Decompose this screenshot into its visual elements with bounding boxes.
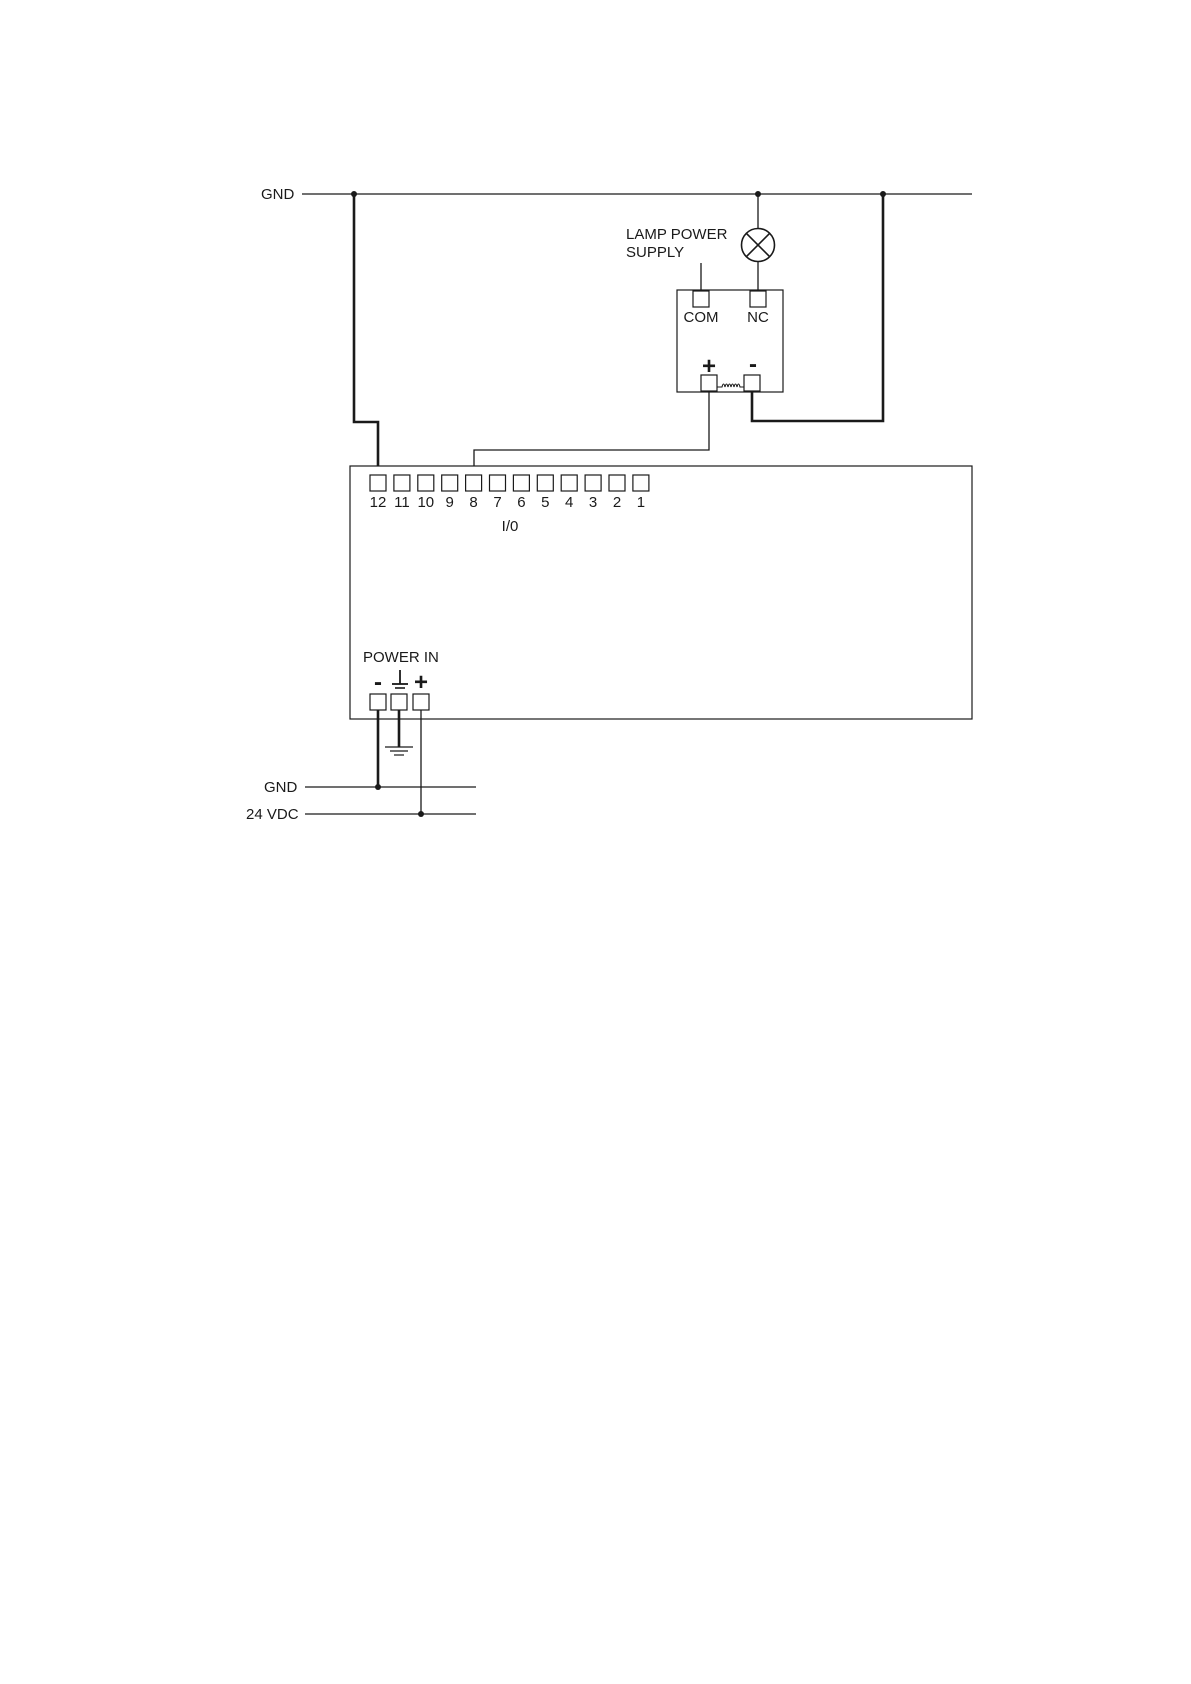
relay-minus-label: - [749,351,757,378]
relay-com-label: COM [684,309,719,326]
relay-nc-label: NC [747,309,769,326]
controller-box [350,466,972,719]
power-minus-terminal [370,694,386,710]
power-plus-terminal [413,694,429,710]
io-label: I/0 [502,518,519,535]
junction-24vdc [418,811,424,817]
junction-gnd-bottom [375,784,381,790]
io-terminal-label-2: 2 [613,494,621,511]
io-terminal-1 [633,475,649,491]
gnd-top-label: GND [261,186,295,203]
relay-coil-minus-terminal [744,375,760,391]
io-terminal-12 [370,475,386,491]
io-terminal-label-4: 4 [565,494,573,511]
io-terminal-4 [561,475,577,491]
io-terminal-5 [537,475,553,491]
wire-coil-plus-to-io8 [474,391,709,475]
io-terminal-10 [418,475,434,491]
earth-ground-icon [385,747,413,755]
io-terminal-2 [609,475,625,491]
power-ground-terminal [391,694,407,710]
lamp-icon [742,229,775,262]
io-terminal-11 [394,475,410,491]
io-terminal-label-8: 8 [469,494,477,511]
power-plus-label: + [414,669,428,696]
vdc-24-label: 24 VDC [246,806,299,823]
io-terminal-label-9: 9 [446,494,454,511]
io-terminal-label-7: 7 [493,494,501,511]
power-in-label: POWER IN [363,649,439,666]
relay-com-terminal [693,291,709,307]
io-terminal-label-5: 5 [541,494,549,511]
io-terminal-label-6: 6 [517,494,525,511]
io-terminal-8 [466,475,482,491]
io-terminal-9 [442,475,458,491]
wire-gnd-to-io12 [354,194,378,475]
gnd-bottom-label: GND [264,779,298,796]
io-terminal-7 [490,475,506,491]
io-terminal-label-3: 3 [589,494,597,511]
io-terminal-label-11: 11 [394,494,410,511]
io-terminal-label-1: 1 [637,494,645,511]
power-minus-label: - [374,669,382,696]
lamp-power-supply-label-line1: LAMP POWER [626,226,728,243]
io-terminal-3 [585,475,601,491]
relay-nc-terminal [750,291,766,307]
io-terminal-label-12: 12 [370,494,387,511]
io-terminal-label-10: 10 [417,494,434,511]
io-terminal-6 [513,475,529,491]
relay-coil-plus-terminal [701,375,717,391]
lamp-power-supply-label-line2: SUPPLY [626,244,684,261]
